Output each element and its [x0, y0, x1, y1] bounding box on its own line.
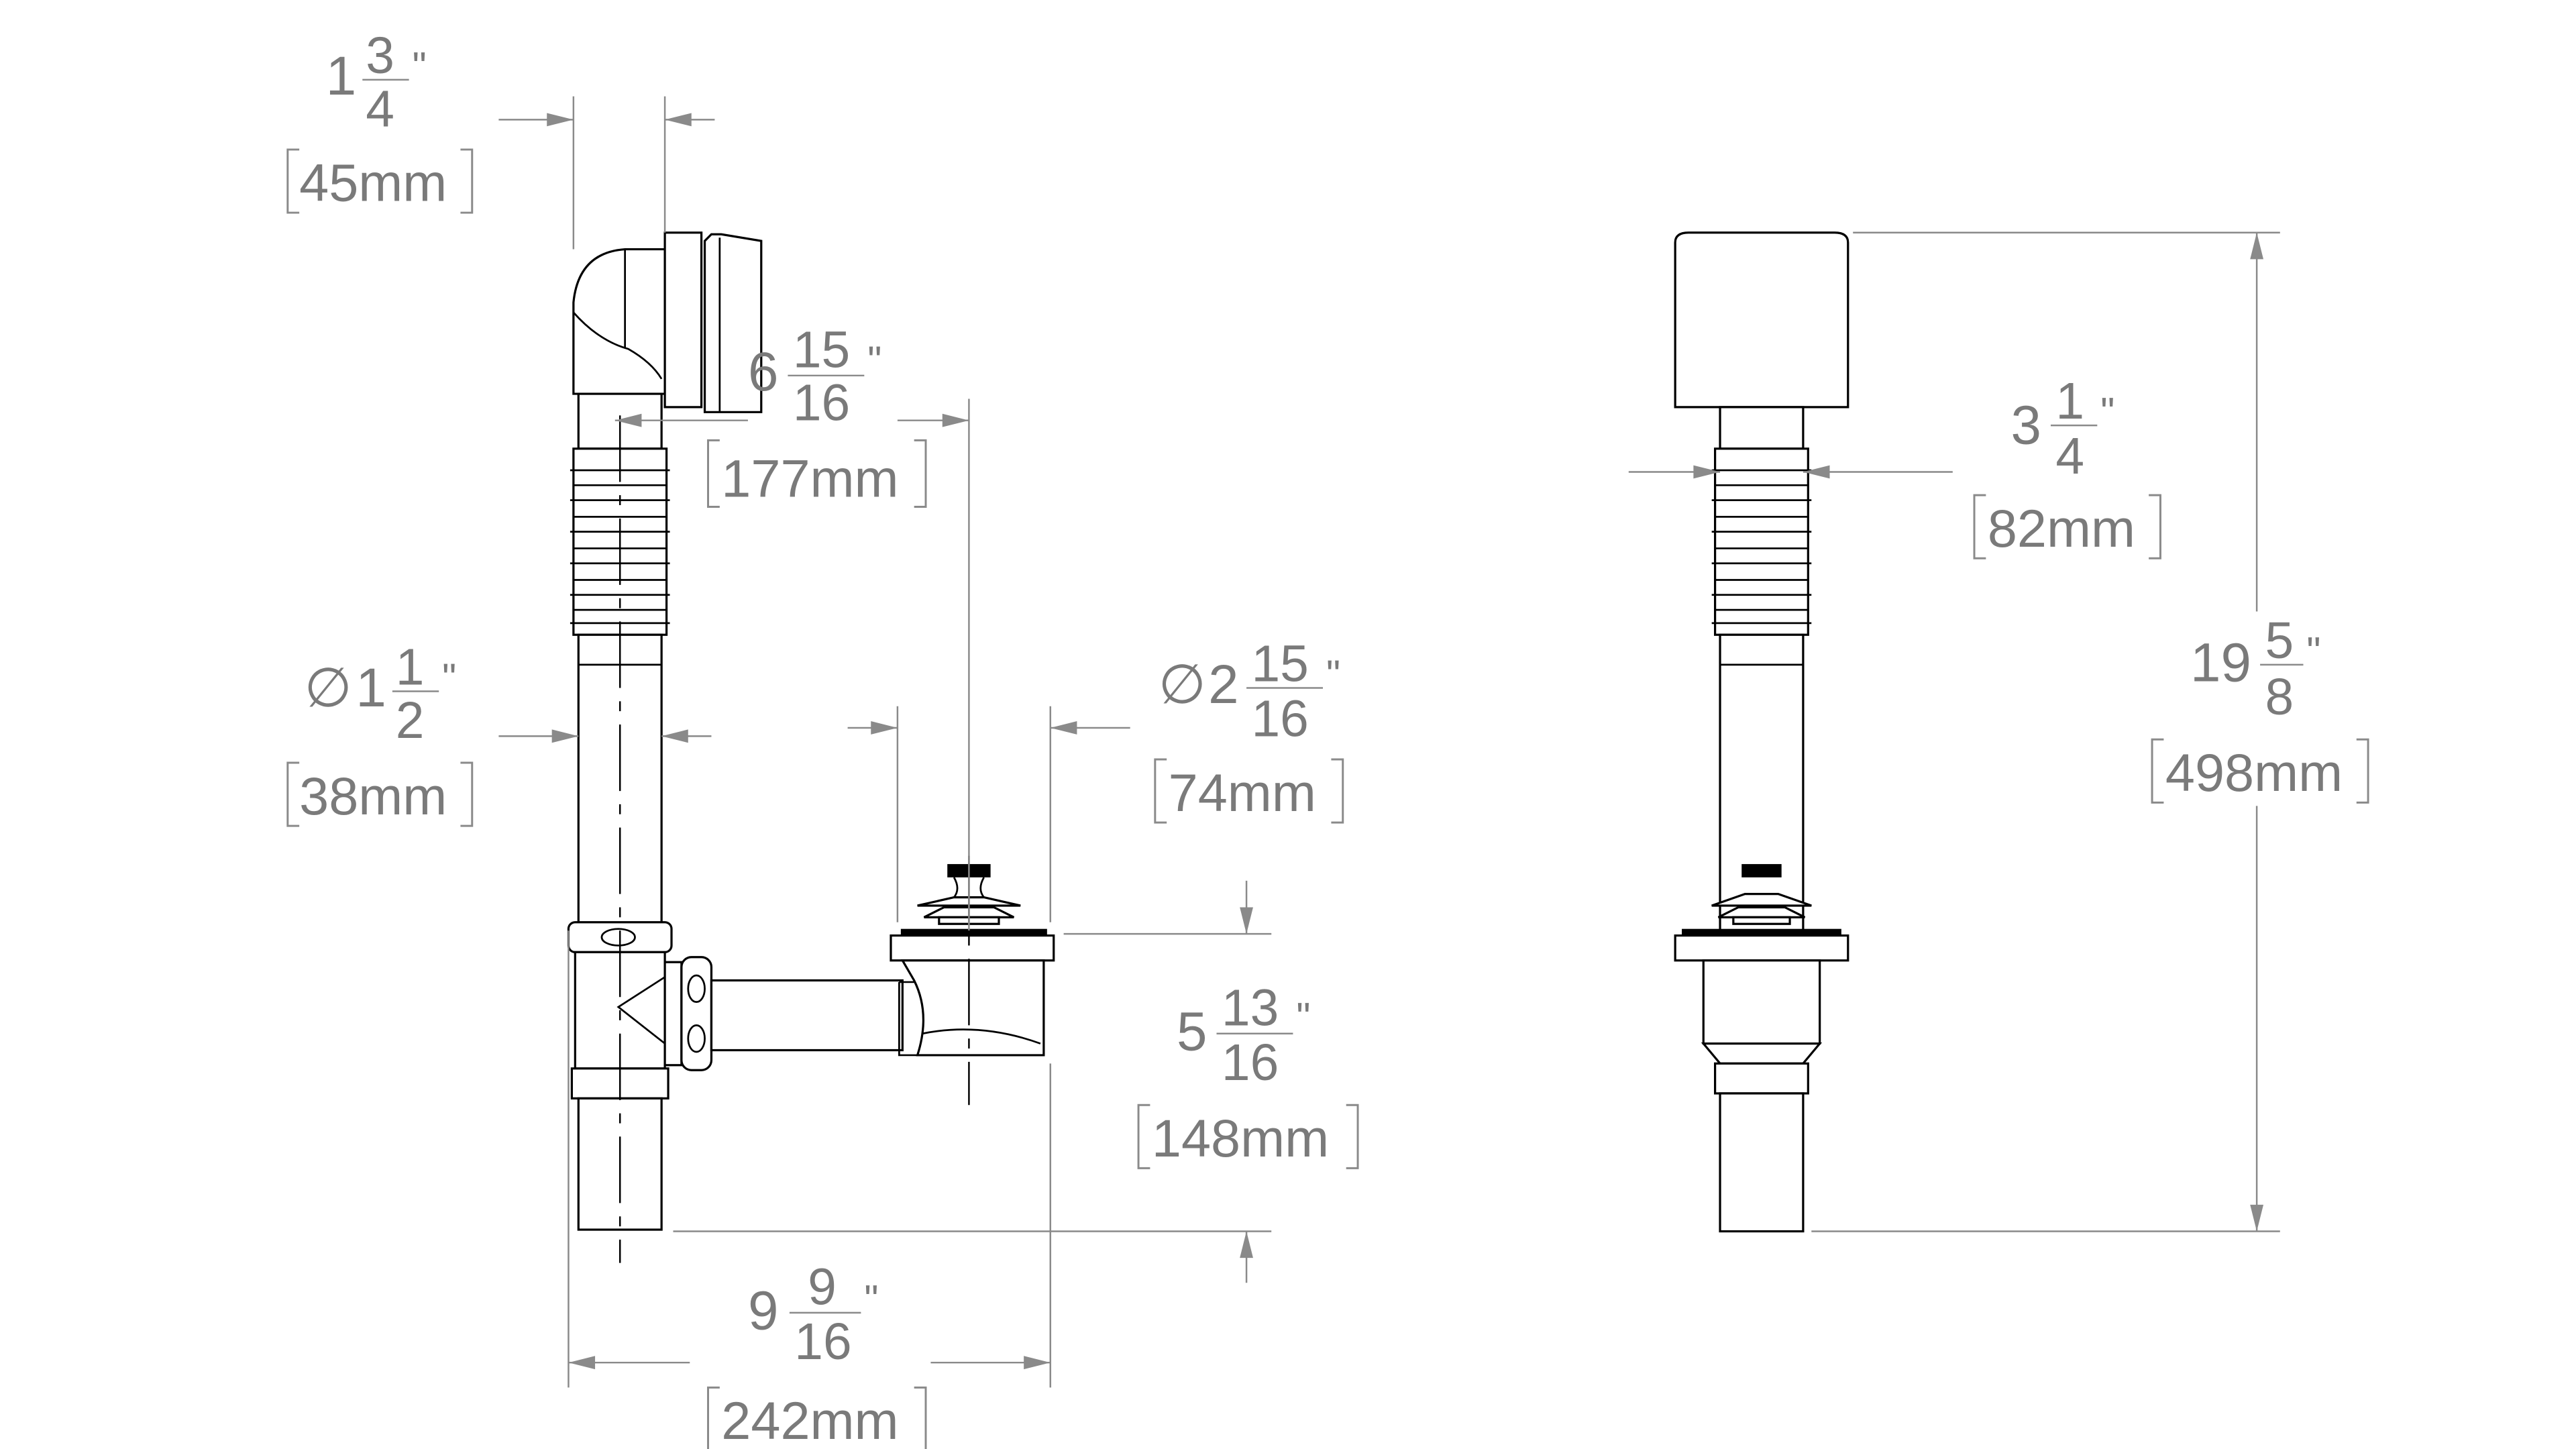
dimension-label: 1 [396, 639, 425, 696]
dimension-label: 4 [366, 80, 394, 138]
dimension-label: 38mm [299, 766, 447, 826]
drawing-line [1702, 959, 1821, 1045]
drawing-line [898, 981, 1041, 1057]
dim-drain-height: 5 13 16 " 148mm [673, 880, 1359, 1283]
dim-overflow-face-width: 3 1 4 " 82mm [1628, 372, 2161, 559]
drawing-line [871, 721, 1077, 735]
drawing-line [1973, 494, 2161, 559]
drawing-line [1711, 469, 1812, 625]
dimension-label: " [2100, 389, 2114, 434]
drawing-line [547, 113, 692, 127]
dimension-label: 5 [1177, 1002, 1207, 1063]
dimension-label: 3 [2011, 394, 2041, 455]
overflow-faceplate-front [1674, 231, 1849, 409]
tail-pipe-front [1719, 1092, 1805, 1233]
dimension-label: 1 [326, 46, 356, 107]
drain-body [900, 959, 1045, 1057]
drawing-line [1701, 1042, 1823, 1065]
dim-overflow-to-drain: 6 15 16 " 177mm [614, 321, 970, 931]
front-view-assembly [1674, 231, 1849, 1233]
dimension-label: 15 [1252, 635, 1309, 693]
drain-flange [890, 934, 1055, 962]
dimension-label: 242mm [721, 1391, 898, 1449]
dimension-label: " [864, 1277, 878, 1322]
dimension-label: 16 [1252, 690, 1309, 747]
dimension-label: 9 [748, 1281, 778, 1342]
dimension-label: 9 [808, 1258, 837, 1316]
dimension-label: 1 [356, 657, 386, 718]
drawing-line [1711, 893, 1812, 907]
drawing-line [707, 1386, 927, 1449]
dimension-label: 16 [794, 1313, 851, 1371]
dimension-label: 74mm [1169, 763, 1316, 822]
overflow-faceplate-ring [663, 231, 703, 409]
drawing-line [616, 976, 665, 1044]
drain-stopper-front [1711, 864, 1812, 925]
dim-overall-width: 9 9 16 " 242mm [568, 930, 1052, 1449]
drawing-line [572, 249, 663, 380]
drawing-line [1137, 1104, 1359, 1169]
drawing-line [680, 956, 713, 1071]
dimension-annotations: 1 3 4 " 45mm 6 15 16 " 177mm ∅ 1 1 2 " 3… [286, 27, 2369, 1449]
drawing-line [2151, 738, 2369, 804]
dimension-label: 82mm [1988, 498, 2135, 558]
drawing-line [1741, 864, 1782, 877]
dimension-label: 4 [2055, 427, 2084, 485]
drawing-line [1154, 758, 1344, 824]
dimension-label: 2 [396, 692, 425, 749]
drawing-line [1682, 928, 1841, 936]
drawing-line [1719, 406, 1805, 450]
dimension-label: ∅ [1159, 654, 1206, 715]
dim-overall-height: 19 5 8 " 498mm [1811, 231, 2369, 1232]
overflow-elbow [572, 248, 666, 395]
drawing-line [900, 928, 1047, 936]
dimension-label: 8 [2265, 668, 2294, 726]
dimension-label: 498mm [2165, 743, 2343, 802]
drawing-line [286, 761, 474, 827]
dimension-label: " [867, 337, 881, 382]
dimension-label: 13 [1222, 979, 1279, 1036]
dimension-label: 45mm [299, 153, 447, 213]
dimension-label: " [1296, 994, 1310, 1039]
drawing-line [687, 1024, 706, 1053]
dimension-label: 15 [793, 321, 850, 378]
dimension-label: " [2306, 629, 2320, 674]
tee-nut [663, 961, 683, 1067]
dimension-label: " [413, 44, 427, 89]
dim-drain-diameter: ∅ 2 15 16 " 74mm [847, 635, 1344, 922]
drawing-line [600, 928, 636, 947]
horizontal-waste-pipe [710, 979, 904, 1052]
dimension-label: 2 [1208, 654, 1238, 715]
dimension-label: 19 [2190, 633, 2251, 694]
dimension-label: 177mm [721, 449, 898, 508]
dimension-label: 16 [1222, 1034, 1279, 1091]
drawing-line [286, 148, 474, 214]
drawing-line [953, 877, 985, 898]
dimension-label: 6 [748, 341, 778, 402]
dimension-label: ∅ [305, 657, 352, 718]
drawing-line [1732, 916, 1791, 925]
drawing-line [1719, 633, 1805, 932]
drawing-line [1713, 447, 1809, 636]
side-view-assembly [567, 231, 1055, 1263]
dimension-label: 16 [793, 374, 850, 432]
dimension-label: " [442, 655, 456, 700]
corrugated-section-front [1711, 447, 1812, 636]
drain-flange-front [1674, 934, 1849, 962]
drawing-line [1713, 1062, 1809, 1095]
drawing-line [687, 974, 706, 1004]
dimension-label: 5 [2265, 612, 2294, 669]
dim-pipe-diameter: ∅ 1 1 2 " 38mm [286, 639, 712, 827]
dimension-label: 1 [2055, 372, 2084, 430]
drawing-line [707, 439, 927, 508]
dimension-label: 148mm [1152, 1108, 1329, 1168]
dim-overflow-offset: 1 3 4 " 45mm [286, 27, 715, 250]
dimension-label: 3 [366, 27, 394, 85]
dimension-label: " [1326, 652, 1340, 697]
